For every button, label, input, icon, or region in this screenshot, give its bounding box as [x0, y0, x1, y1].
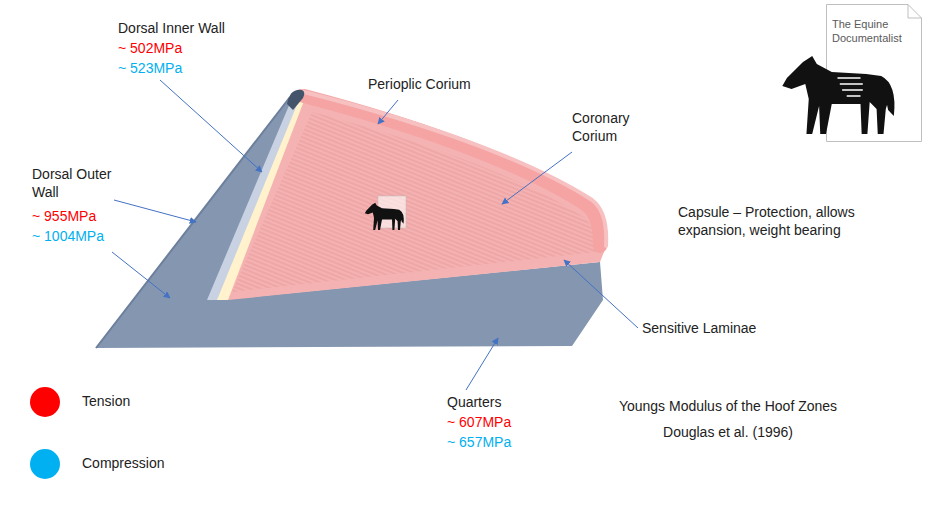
- laminae-texture: [232, 112, 596, 292]
- part-label: Sensitive Laminae: [642, 320, 756, 338]
- logo-document: The Equine Documentalist: [826, 4, 922, 142]
- horse-skeleton-marks: [838, 78, 863, 96]
- source-citation: Douglas et al. (1996): [596, 424, 860, 442]
- part-label: Perioplic Corium: [368, 76, 471, 94]
- horse-silhouette: [782, 56, 894, 134]
- leader-line: [160, 80, 262, 172]
- leader-line: [112, 252, 170, 298]
- leader-line: [114, 200, 196, 222]
- outer-wall: [96, 93, 603, 348]
- modulus-value: ~ 955MPa: [32, 208, 96, 226]
- perioplic-rim: [300, 91, 606, 246]
- modulus-value: ~ 1004MPa: [32, 228, 104, 246]
- legend-text: Tension: [82, 393, 130, 411]
- leader-line: [466, 338, 498, 390]
- legend-text: Compression: [82, 455, 164, 473]
- legend-swatch: [30, 387, 60, 417]
- leader-line: [502, 152, 572, 204]
- coronary-band: [304, 96, 600, 246]
- leader-line: [564, 260, 638, 328]
- part-label: Dorsal Inner Wall: [118, 20, 225, 38]
- periople-curl: [287, 90, 304, 110]
- modulus-value: ~ 657MPa: [447, 434, 511, 452]
- logo-text: The Equine Documentalist: [826, 4, 922, 46]
- page-fold: [908, 5, 922, 19]
- legend-swatch: [30, 449, 60, 479]
- modulus-value: ~ 502MPa: [118, 40, 182, 58]
- leader-line: [378, 100, 398, 124]
- modulus-value: ~ 607MPa: [447, 414, 511, 432]
- part-label: Quarters: [447, 394, 501, 412]
- part-label: Dorsal Outer Wall: [32, 166, 114, 201]
- part-label: Coronary Corium: [572, 110, 646, 145]
- note: Capsule – Protection, allows expansion, …: [678, 204, 918, 239]
- watermark-horse: [365, 203, 404, 230]
- modulus-value: ~ 523MPa: [118, 60, 182, 78]
- source-title: Youngs Modulus of the Hoof Zones: [596, 398, 860, 416]
